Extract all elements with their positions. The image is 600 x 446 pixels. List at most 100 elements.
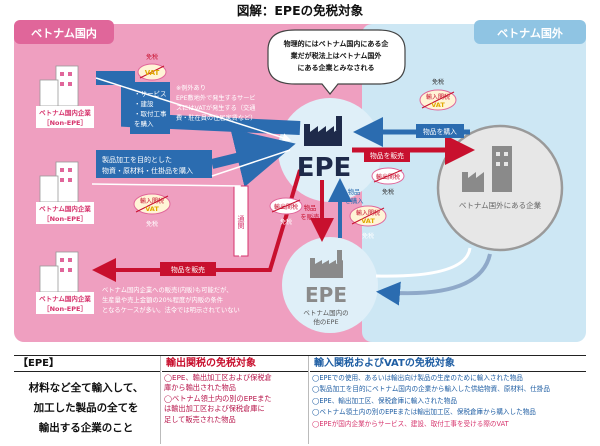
bubble-line-2: 業だが税法上はベトナム国外 bbox=[290, 51, 382, 60]
exception-line-4: 費・駐在員の住居家賃など） bbox=[176, 114, 256, 122]
sell-foreign-label: 物品を販売 bbox=[370, 151, 404, 160]
buy-vertical-label-2: を購入 bbox=[345, 196, 365, 205]
domestic-note-line-1: ベトナム国内企業への販売(内販)も可能だが、 bbox=[102, 285, 233, 294]
badge-left-exempt: 免税 bbox=[146, 220, 158, 228]
badge-center-exempt: 免税 bbox=[362, 232, 374, 240]
table-divider-2 bbox=[308, 356, 309, 444]
col3-line-4: ◯ベトナム領土内の別のEPEまたは輸出加工区、保税倉庫から購入した物品 bbox=[312, 408, 536, 417]
summary-table: 【EPE】 輸出関税の免税対象 輸入関税およびVATの免税対象 材料など全て輸入… bbox=[14, 355, 586, 444]
col1-line-1: 材料など全て輸入して、 bbox=[28, 382, 144, 394]
domestic-building-3-icon bbox=[39, 251, 79, 293]
badge-export-left: 輸出関税 bbox=[274, 203, 298, 211]
badge-left-vat: VAT bbox=[145, 205, 159, 213]
exception-line-2: EPE敷地外で発生するサービ bbox=[176, 94, 256, 102]
badge-left-import: 輸入関税 bbox=[140, 197, 164, 205]
domestic-label-box-3 bbox=[36, 292, 94, 314]
buy-vertical-label-1: 物品 bbox=[348, 187, 361, 196]
services-line-2: ・建設 bbox=[134, 99, 154, 108]
col2-line-4: は輸出加工区および保税倉庫に bbox=[164, 404, 265, 414]
sell-vertical-label-1: 物品 bbox=[304, 203, 317, 212]
foreign-company-icon bbox=[462, 146, 512, 192]
vat-exempt-badge-top bbox=[137, 63, 167, 81]
materials-arrow-panel bbox=[96, 150, 212, 178]
bubble-shape bbox=[267, 29, 406, 95]
sell-domestic-label: 物品を販売 bbox=[171, 265, 205, 274]
sell-vertical-label-2: を販売 bbox=[301, 212, 320, 221]
bubble-line-3: にある企業とみなされる bbox=[298, 63, 375, 72]
domestic-note-line-3: となるケースが多い。法令では明示されていない bbox=[102, 305, 240, 314]
import-vat-badge-center bbox=[349, 205, 387, 227]
epe-main-factory-icon bbox=[304, 116, 342, 146]
domestic-company-2-type: ［Non-EPE］ bbox=[43, 214, 87, 223]
services-arrow-band bbox=[96, 71, 301, 135]
domestic-building-1-icon bbox=[39, 65, 79, 107]
badge-export-right-exempt: 免税 bbox=[382, 188, 394, 196]
epe-other-caption-1: ベトナム国内の bbox=[303, 308, 348, 317]
bubble-line-1: 物理的にはベトナム国内にある企 bbox=[284, 39, 390, 48]
domestic-building-2-icon bbox=[39, 161, 79, 203]
domestic-region-label: ベトナム国内 bbox=[31, 26, 97, 40]
badge-center-vat: VAT bbox=[361, 217, 375, 225]
col1-line-3: 輸出する企業のこと bbox=[38, 422, 134, 434]
materials-white-line bbox=[211, 149, 291, 177]
foreign-region-tab bbox=[474, 20, 586, 44]
col2-header: 輸出関税の免税対象 bbox=[162, 356, 308, 372]
col3-header: 輸入関税およびVATの免税対象 bbox=[310, 356, 586, 372]
services-line-4: を購入 bbox=[134, 119, 154, 128]
epe-other-label: EPE bbox=[305, 283, 347, 307]
badge-export-right: 輸出関税 bbox=[376, 173, 400, 181]
services-line-1: ・サービス bbox=[134, 89, 167, 98]
domestic-region-tab bbox=[14, 20, 114, 44]
domestic-company-2-name: ベトナム国内企業 bbox=[39, 204, 91, 213]
col2-line-3: ◯ベトナム領土内の別のEPEまた bbox=[164, 393, 272, 403]
badge-top-vat: VAT bbox=[145, 69, 160, 77]
epe-other-factory-icon bbox=[310, 250, 343, 278]
domestic-label-box-2 bbox=[36, 202, 94, 224]
tsuukan-line bbox=[91, 183, 245, 258]
badge-right-vat: VAT bbox=[431, 101, 445, 109]
sell-domestic-tag bbox=[160, 262, 216, 276]
domestic-note-line-2: 生産量や売上金額の20%程度が内販の条件 bbox=[102, 295, 223, 304]
exception-line-3: スにはVATが発生する（交通 bbox=[176, 104, 255, 112]
import-vat-badge-left bbox=[133, 193, 171, 215]
foreign-region-label: ベトナム国外 bbox=[497, 26, 563, 40]
materials-line-2: 物資・原材料・仕掛品を購入 bbox=[102, 166, 193, 175]
foreign-to-other-arrow bbox=[376, 253, 492, 306]
col2-line-1: ◯EPE、輸出加工区および保税倉 bbox=[164, 373, 272, 382]
col2-line-5: 足して販売された物品 bbox=[164, 414, 236, 424]
table-divider-1 bbox=[160, 356, 161, 444]
col3-line-3: ◯EPE、輸出加工区、保税倉庫に輸入された物品 bbox=[312, 396, 457, 405]
materials-arrow-line bbox=[210, 128, 296, 187]
badge-right-exempt-above: 免税 bbox=[432, 78, 444, 86]
services-line-3: ・取付工事 bbox=[134, 109, 167, 118]
export-tax-badge-left bbox=[269, 197, 303, 215]
diagram-title: 図解：EPEの免税対象 bbox=[237, 3, 364, 18]
epe-other-caption-2: 他のEPE bbox=[313, 317, 338, 326]
badge-center-import: 輸入関税 bbox=[356, 209, 380, 217]
col1-header: 【EPE】 bbox=[14, 356, 160, 372]
epe-other-circle bbox=[282, 237, 378, 333]
col2-line-2: 庫から輸出された物品 bbox=[164, 383, 236, 393]
buy-foreign-tag bbox=[416, 124, 464, 138]
sell-foreign-tag bbox=[364, 148, 410, 162]
domestic-company-1-name: ベトナム国内企業 bbox=[39, 108, 91, 117]
col2-body: ◯EPE、輸出加工区および保税倉 庫から輸出された物品 ◯ベトナム領土内の別のE… bbox=[164, 373, 308, 425]
buy-foreign-label: 物品を購入 bbox=[423, 127, 457, 136]
col3-line-5: ◯EPEが国内企業からサービス、建設、取付工事を受ける際のVAT bbox=[312, 419, 509, 428]
domestic-company-3-type: ［Non-EPE］ bbox=[43, 304, 87, 313]
epe-main-label: EPE bbox=[297, 153, 352, 183]
import-vat-badge-right bbox=[419, 89, 457, 111]
foreign-company-label: ベトナム国外にある企業 bbox=[459, 200, 542, 210]
other-to-foreign-arrow bbox=[375, 247, 472, 278]
badge-right-import: 輸入関税 bbox=[426, 93, 450, 101]
domestic-company-1-type: ［Non-EPE］ bbox=[43, 118, 87, 127]
domestic-company-3-name: ベトナム国内企業 bbox=[39, 294, 91, 303]
export-tax-badge-right bbox=[371, 167, 405, 185]
badge-top-exempt-above: 免税 bbox=[146, 53, 158, 61]
col1-body: 材料など全て輸入して、 加工した製品の全てを 輸出する企業のこと bbox=[14, 378, 158, 438]
col3-line-1: ◯EPEでの使用、あるいは輸出向け製品の生産のために輸入された物品 bbox=[312, 374, 523, 382]
col1-line-2: 加工した製品の全てを bbox=[33, 402, 139, 414]
col3-body: ◯EPEでの使用、あるいは輸出向け製品の生産のために輸入された物品 ◯製品加工を… bbox=[312, 373, 586, 430]
tsuukan-label: 通関 bbox=[237, 214, 245, 230]
